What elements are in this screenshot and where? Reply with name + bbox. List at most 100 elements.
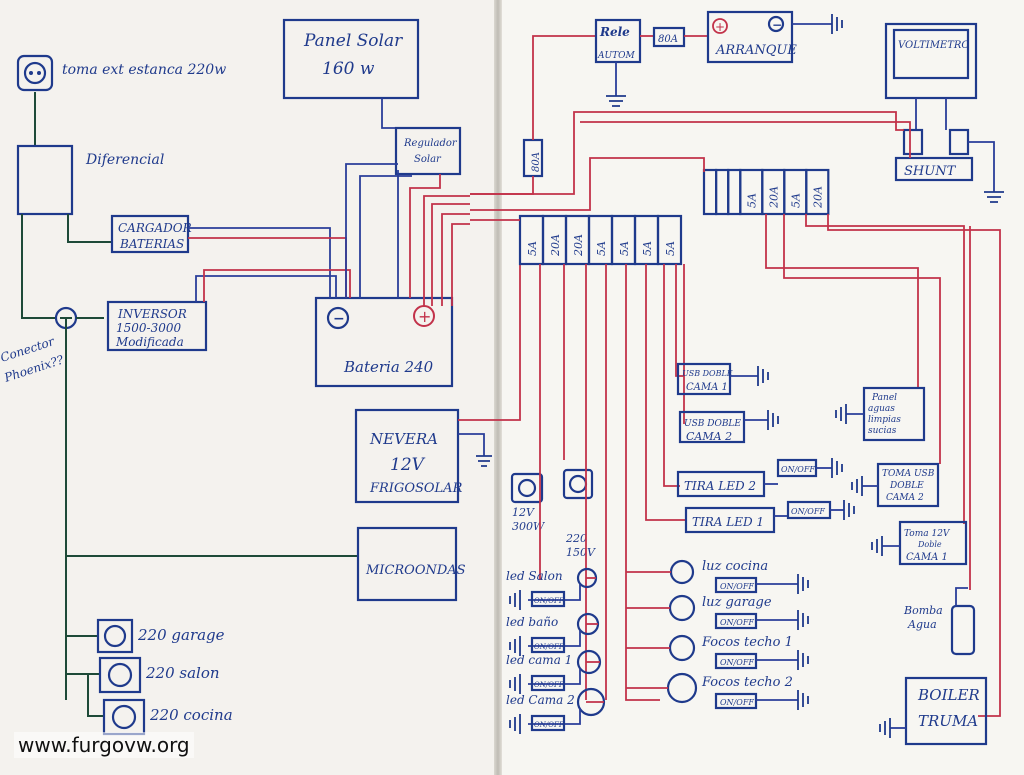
panel-solar-label-1: Panel Solar: [303, 31, 403, 51]
enchufe-220-label-2: 150V: [566, 546, 596, 559]
led-label-0: led Salon: [506, 569, 563, 583]
cargador-box: [110, 214, 190, 254]
wire-80a-bat: [470, 176, 534, 195]
led-switch-label-3: ON/OFF: [534, 721, 565, 729]
fusible-b2-label-3: 20A: [811, 186, 824, 209]
fusible-b1-label-5: 5A: [641, 241, 654, 256]
luz-lamp-0: [669, 559, 695, 585]
toma-exterior: [16, 54, 54, 92]
voltimetro-screen: [892, 28, 970, 80]
wire-inversor-neg: [195, 275, 337, 302]
luz-switch-0: [714, 576, 758, 594]
toma-12v-cama1-label-1: Toma 12V: [904, 529, 951, 539]
led-switch-label-0: ON/OFF: [534, 597, 565, 605]
led-ground-2: [509, 674, 521, 694]
panel-solar-box: [282, 18, 420, 100]
bateria-box: [314, 296, 454, 388]
arranque-pos: +: [715, 20, 725, 34]
led-switch-1: [530, 636, 566, 654]
nevera-box: [354, 408, 460, 504]
luz-switch-label-1: ON/OFF: [720, 618, 754, 627]
wire-fb2-panel: [765, 214, 919, 388]
tira-led-1-switch-label: ON/OFF: [791, 507, 825, 516]
wire-bat-pos-up2: [431, 203, 470, 306]
inversor-label-3: Modificada: [115, 335, 184, 349]
wire-inversor-in: [21, 214, 56, 319]
arranque-label: ARRANQUE: [715, 43, 797, 58]
wire-fb1-tira2: [663, 264, 680, 487]
wire-bat-pos-up: [423, 195, 470, 306]
fusible-b2-label-2: 5A: [789, 193, 802, 208]
wire-bat-pos-up4: [451, 223, 470, 306]
fusible-b1-label-1: 20A: [549, 234, 562, 257]
luz-ground-0: [797, 574, 809, 594]
wire-bat-pos-up3: [441, 213, 470, 306]
panel-aguas-label-2: aguas: [868, 404, 895, 414]
wire-shunt-gnd: [968, 141, 995, 192]
tira2-ground-symbol: [831, 458, 843, 478]
luz-label-3: Focos techo 2: [701, 675, 793, 690]
wire-fb2-feed: [470, 157, 705, 211]
panel-ground-symbol: [835, 404, 847, 424]
fusible-b2-blank-1: [714, 168, 730, 216]
inversor-label-2: 1500-3000: [116, 321, 181, 335]
luz-label-2: Focos techo 1: [701, 635, 793, 650]
wire-shunt-2: [580, 121, 911, 158]
luz-ground-2: [797, 650, 809, 670]
enchufe-220-label-1: 220: [565, 532, 587, 545]
voltimetro-label: VOLTIMETRO: [898, 40, 970, 51]
bateria-neg: −: [333, 311, 345, 327]
notebook-fold: [494, 0, 502, 775]
fusible-b2-label-1: 20A: [767, 186, 780, 209]
wire-fb1-usb1: [675, 264, 684, 377]
led-switch-2: [530, 674, 566, 692]
luz-label-1: luz garage: [702, 595, 772, 610]
tira1-ground-symbol: [843, 500, 855, 520]
enchufe-salon-label: 220 salon: [145, 664, 220, 682]
fusible-80a-label: 80A: [531, 152, 542, 172]
bomba-agua-box: [950, 604, 976, 656]
fusible-b2-blank-0: [702, 168, 718, 216]
wire-shunt-bat: [470, 111, 904, 195]
bomba-agua-label-2: Agua: [907, 618, 937, 631]
led-label-2: led cama 1: [506, 653, 572, 667]
microondas-box: [356, 526, 458, 602]
fusible-b1-label-4: 5A: [618, 241, 631, 256]
wire-80a-rele: [532, 35, 596, 140]
luz-switch-label-2: ON/OFF: [720, 658, 754, 667]
wire-fb2-usb: [783, 214, 941, 464]
microondas-label: MICROONDAS: [365, 563, 466, 578]
conector-symbol: [60, 317, 72, 328]
toma12v-ground-symbol: [871, 536, 883, 556]
toma-12v-cama1-label-3: CAMA 1: [906, 552, 948, 563]
wire-inversor-pos: [203, 269, 351, 302]
nevera-label-2: 12V: [390, 455, 426, 475]
luz-lamp-3: [666, 672, 698, 704]
usb-cama2-box: [678, 410, 746, 444]
wire-regulador-pos: [409, 174, 441, 298]
tira-led-1-box: [684, 506, 776, 534]
regulador-label-2: Solar: [414, 154, 442, 165]
tomausb-ground-symbol: [851, 476, 863, 496]
regulador-label-1: Regulador: [403, 138, 458, 149]
toma-12v-cama1-box: [898, 520, 968, 566]
wire-led-sw-1: [528, 630, 581, 647]
fusible-b1-label-0: 5A: [526, 241, 539, 256]
enchufe-garage: [96, 618, 134, 654]
led-switch-3: [530, 714, 566, 732]
tira-led-2-label: TIRA LED 2: [684, 479, 756, 493]
wire-regulador-neg: [345, 163, 398, 298]
usb-cama1-label-2: CAMA 1: [686, 382, 728, 393]
led-switch-0: [530, 590, 566, 608]
nevera-ground-symbol: [476, 455, 492, 467]
led-label-3: led Cama 2: [506, 693, 575, 707]
fusible-b2-label-0: 5A: [745, 193, 758, 208]
led-ground-0: [509, 590, 521, 610]
shunt-terminal-right: [948, 128, 970, 156]
wire-nevera-pos: [458, 264, 521, 421]
wire-fb2-12v: [805, 214, 965, 524]
fusible-b1-label-2: 20A: [572, 234, 585, 257]
